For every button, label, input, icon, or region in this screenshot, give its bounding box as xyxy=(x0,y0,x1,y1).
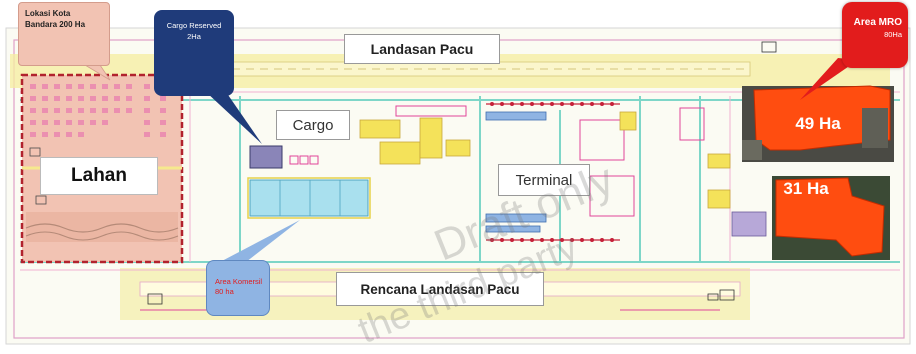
area-komersil-line2: 80 ha xyxy=(215,287,234,296)
cargo-area-structures xyxy=(359,117,471,165)
mro-area-31 xyxy=(775,177,885,257)
city-callout: Lokasi Kota Bandara 200 Ha xyxy=(18,2,110,66)
cargo-reserved-line1: Cargo Reserved xyxy=(166,21,222,30)
city-callout-line1: Lokasi Kota xyxy=(25,9,71,18)
terminal-apron-north xyxy=(485,111,547,121)
area-mro-sub: 80Ha xyxy=(884,30,902,39)
area-komersil-line1: Area Komersil xyxy=(215,277,263,286)
cargo-reserved-callout: Cargo Reserved 2Ha xyxy=(154,10,234,96)
lahan-label: Lahan xyxy=(40,157,158,195)
lahan-lower-band xyxy=(26,212,178,242)
mro-49-label: 49 Ha xyxy=(795,114,841,133)
commercial-apron xyxy=(249,179,369,217)
lahan-plots xyxy=(30,84,166,137)
city-callout-line2: Bandara 200 Ha xyxy=(25,20,86,29)
cargo-reserved-building xyxy=(249,145,283,169)
area-komersil-callout: Area Komersil 80 ha xyxy=(206,260,270,316)
terminal-label: Terminal xyxy=(498,164,590,196)
cargo-reserved-line2: 2Ha xyxy=(187,32,201,41)
area-mro-title: Area MRO xyxy=(853,17,902,28)
lahan-river xyxy=(25,223,179,233)
mro-hangar-purple xyxy=(731,211,767,237)
cargo-label: Cargo xyxy=(276,110,350,140)
komersil-callout-tail xyxy=(220,220,300,262)
runway-label: Landasan Pacu xyxy=(344,34,500,64)
gate-markers xyxy=(490,102,614,242)
entrance-markers xyxy=(147,41,777,305)
cargo-callout-tail xyxy=(206,92,262,144)
terminal-forecourt xyxy=(579,119,625,161)
mro-31-label: 31 Ha xyxy=(783,179,829,198)
mro-callout-tail xyxy=(800,58,858,100)
terminal-apron-south xyxy=(485,213,547,223)
area-mro-callout: Area MRO 80Ha xyxy=(842,2,908,68)
planned-runway-label: Rencana Landasan Pacu xyxy=(336,272,544,306)
